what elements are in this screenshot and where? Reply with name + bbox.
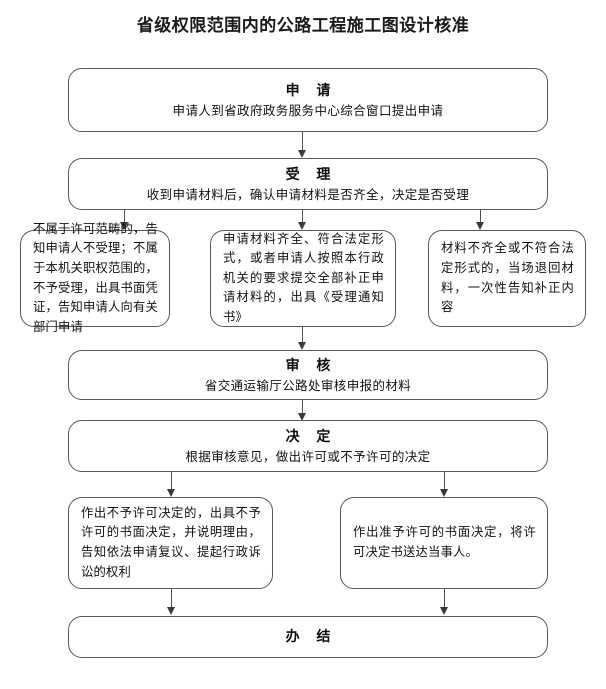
node-finish: 办 结 bbox=[68, 616, 548, 658]
node-branch-not-permitted: 不属于许可范畴的，告知申请人不受理；不属于本机关职权范围的，不予受理，出具书面凭… bbox=[20, 222, 170, 334]
arrow-accept-to-branch-middle bbox=[298, 222, 306, 230]
page-title: 省级权限范围内的公路工程施工图设计核准 bbox=[136, 16, 470, 36]
arrow-accept-to-branch-left bbox=[120, 222, 128, 230]
node-apply-desc: 申请人到省政府政务服务中心综合窗口提出申请 bbox=[172, 102, 444, 118]
node-branch-incomplete-desc: 材料不齐全或不符合法定形式的，当场退回材料，一次性告知补正内容 bbox=[441, 241, 574, 315]
node-decision-grant: 作出准予许可的书面决定，将许可决定书送达当事人。 bbox=[340, 497, 548, 589]
connector-accept-to-branch-left bbox=[124, 210, 126, 227]
node-review-desc: 省交通运输厅公路处审核申报的材料 bbox=[204, 377, 412, 393]
arrow-grant-to-finish bbox=[440, 607, 448, 615]
arrow-review-to-decide bbox=[298, 413, 306, 421]
arrow-apply-to-accept bbox=[298, 150, 306, 158]
connector-grant-to-finish bbox=[444, 589, 446, 611]
connector-branch-complete-to-review bbox=[302, 327, 304, 347]
node-apply: 申 请 申请人到省政府政务服务中心综合窗口提出申请 bbox=[68, 68, 548, 132]
node-accept-desc: 收到申请材料后，确认申请材料是否齐全，决定是否受理 bbox=[146, 186, 470, 202]
node-review: 审 核 省交通运输厅公路处审核申报的材料 bbox=[68, 350, 548, 400]
node-apply-heading: 申 请 bbox=[285, 82, 337, 99]
connector-decide-to-deny bbox=[171, 472, 173, 493]
node-accept: 受 理 收到申请材料后，确认申请材料是否齐全，决定是否受理 bbox=[68, 158, 548, 210]
connector-review-to-decide bbox=[302, 400, 304, 418]
connector-accept-to-branch-middle bbox=[302, 210, 304, 227]
node-branch-incomplete: 材料不齐全或不符合法定形式的，当场退回材料，一次性告知补正内容 bbox=[428, 230, 586, 327]
arrow-accept-to-branch-right bbox=[476, 222, 484, 230]
arrow-deny-to-finish bbox=[167, 607, 175, 615]
node-decide-heading: 决 定 bbox=[285, 428, 337, 445]
node-decision-deny-desc: 作出不予许可决定的，出具不予许可的书面决定，并说明理由，告知依法申请复议、提起行… bbox=[81, 505, 261, 579]
node-decide: 决 定 根据审核意见，做出许可或不予许可的决定 bbox=[68, 420, 548, 472]
node-decision-grant-desc: 作出准予许可的书面决定，将许可决定书送达当事人。 bbox=[353, 525, 536, 559]
node-decision-deny: 作出不予许可决定的，出具不予许可的书面决定，并说明理由，告知依法申请复议、提起行… bbox=[68, 497, 273, 589]
node-finish-heading: 办 结 bbox=[285, 629, 337, 645]
node-decide-desc: 根据审核意见，做出许可或不予许可的决定 bbox=[185, 448, 431, 464]
arrow-decide-to-grant bbox=[440, 489, 448, 497]
connector-deny-to-finish bbox=[171, 589, 173, 611]
node-branch-complete-desc: 申请材料齐全、符合法定形式，或者申请人按照本行政机关的要求提交全部补正申请材料的… bbox=[223, 231, 384, 324]
node-review-heading: 审 核 bbox=[285, 357, 337, 374]
node-accept-heading: 受 理 bbox=[285, 166, 337, 183]
node-branch-complete: 申请材料齐全、符合法定形式，或者申请人按照本行政机关的要求提交全部补正申请材料的… bbox=[210, 230, 396, 327]
arrow-decide-to-deny bbox=[167, 489, 175, 497]
node-branch-not-permitted-desc: 不属于许可范畴的，告知申请人不受理；不属于本机关职权范围的，不予受理，出具书面凭… bbox=[33, 221, 158, 334]
connector-apply-to-accept bbox=[302, 132, 304, 154]
arrow-branch-complete-to-review bbox=[298, 342, 306, 350]
connector-accept-to-branch-right bbox=[480, 210, 482, 227]
connector-decide-to-grant bbox=[444, 472, 446, 493]
